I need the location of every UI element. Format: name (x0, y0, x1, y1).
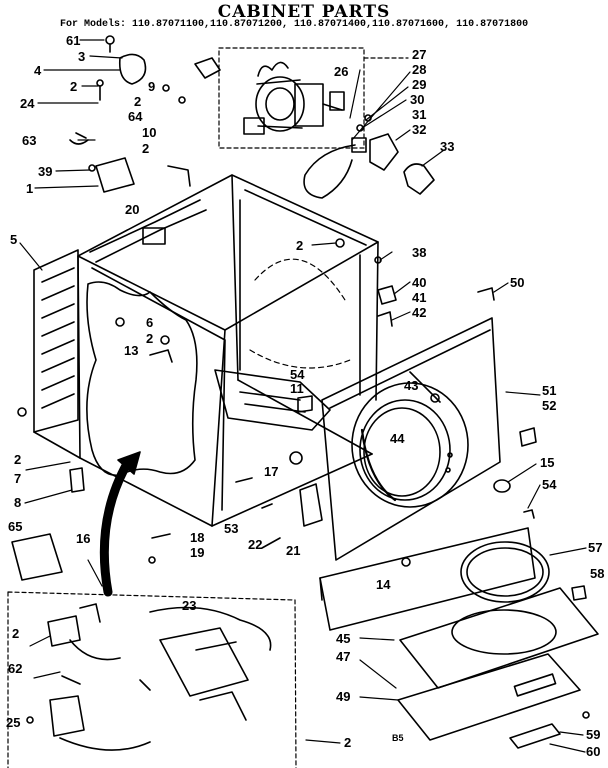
callout-19: 19 (190, 545, 205, 560)
callout-5: 5 (10, 232, 18, 247)
leader-lines (19, 39, 587, 753)
side-panel (33, 249, 81, 459)
callout-59: 59 (586, 727, 601, 742)
callout-11: 11 (290, 381, 304, 396)
callout-2: 2 (142, 141, 150, 156)
door-gasket (460, 541, 550, 603)
callout-65: 65 (8, 519, 23, 534)
models-line: For Models: 110.87071100,110.87071200, 1… (60, 19, 529, 30)
callout-45: 45 (336, 631, 351, 646)
callout-43: 43 (404, 378, 419, 393)
callout-9: 9 (148, 79, 156, 94)
callout-28: 28 (412, 62, 427, 77)
harness-parts (26, 603, 272, 751)
callout-61: 61 (66, 33, 81, 48)
curved-arrow (99, 451, 141, 597)
callout-30: 30 (410, 92, 425, 107)
callout-6: 6 (146, 315, 154, 330)
callout-15: 15 (540, 455, 555, 470)
callout-23: 23 (182, 598, 197, 613)
callout-2: 2 (344, 735, 352, 750)
callout-7: 7 (14, 471, 22, 486)
callout-3: 3 (78, 49, 86, 64)
callout-63: 63 (22, 133, 37, 148)
callout-53: 53 (224, 521, 239, 536)
callout-29: 29 (412, 77, 427, 92)
callout-31: 31 (412, 107, 427, 122)
small-parts (11, 35, 590, 719)
callout-20: 20 (125, 202, 140, 217)
callout-22: 22 (248, 537, 263, 552)
callout-42: 42 (412, 305, 427, 320)
harness-inset (7, 591, 297, 768)
callout-38: 38 (412, 245, 427, 260)
callout-51: 51 (542, 383, 557, 398)
callout-62: 62 (8, 661, 23, 676)
callout-24: 24 (20, 96, 35, 111)
callout-26: 26 (334, 64, 349, 79)
callout-8: 8 (14, 495, 22, 510)
callout-25: 25 (6, 715, 21, 730)
motor (243, 61, 345, 135)
callout-14: 14 (376, 577, 391, 592)
callout-2: 2 (134, 94, 142, 109)
callout-2: 2 (70, 79, 78, 94)
callout-44: 44 (390, 431, 405, 446)
callout-54: 54 (542, 477, 557, 492)
callout-4: 4 (34, 63, 42, 78)
callout-16: 16 (76, 531, 91, 546)
toe-panel (319, 527, 536, 631)
page-code: B5 (392, 733, 404, 743)
callout-64: 64 (128, 109, 143, 124)
callout-2: 2 (296, 238, 304, 253)
callout-58: 58 (590, 566, 605, 581)
front-panel (321, 317, 501, 561)
callout-2: 2 (146, 331, 154, 346)
callout-21: 21 (286, 543, 301, 558)
callout-60: 60 (586, 744, 601, 759)
callout-2: 2 (12, 626, 20, 641)
callout-57: 57 (588, 540, 603, 555)
callout-52: 52 (542, 398, 557, 413)
callout-32: 32 (412, 122, 427, 137)
motor-inset-box (218, 47, 409, 149)
callout-1: 1 (26, 181, 34, 196)
callout-18: 18 (190, 530, 205, 545)
callout-17: 17 (264, 464, 279, 479)
door-handle (509, 723, 561, 749)
callout-50: 50 (510, 275, 525, 290)
callout-33: 33 (440, 139, 455, 154)
callout-13: 13 (124, 343, 139, 358)
callout-10: 10 (142, 125, 157, 140)
callout-41: 41 (412, 290, 427, 305)
page-title: CABINET PARTS (217, 2, 391, 22)
top-cover (89, 199, 207, 263)
callout-27: 27 (412, 47, 427, 62)
callout-49: 49 (336, 689, 351, 704)
callout-39: 39 (38, 164, 53, 179)
callout-40: 40 (412, 275, 427, 290)
callout-47: 47 (336, 649, 351, 664)
door-assembly (397, 587, 599, 741)
callout-54: 54 (290, 367, 305, 382)
callout-2: 2 (14, 452, 22, 467)
